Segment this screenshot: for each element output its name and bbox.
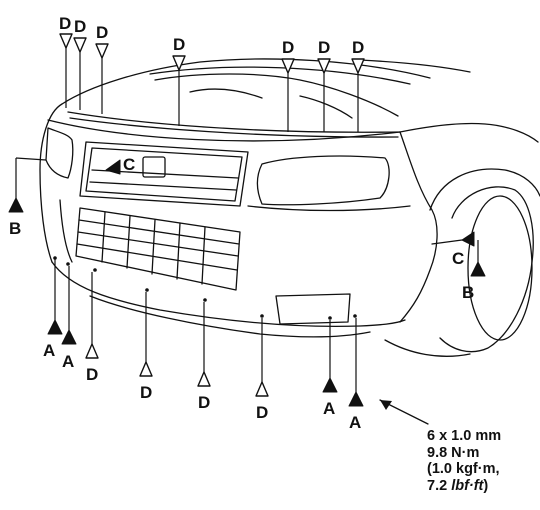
torque-lbf: 7.2 lbf·ft) <box>427 478 537 495</box>
a-marker-triangle <box>348 391 364 407</box>
d-label: D <box>59 14 71 33</box>
d-marker-triangle <box>317 58 331 74</box>
torque-lbf-unit: lbf·ft <box>451 477 484 494</box>
d-marker-triangle <box>59 33 73 49</box>
d-marker-triangle <box>255 381 269 397</box>
d-label: D <box>173 35 185 54</box>
c-leader-right <box>431 239 463 245</box>
d-marker-triangle <box>139 361 153 377</box>
left-headlight <box>45 127 74 179</box>
screw-mark <box>353 314 357 318</box>
windshield-line <box>359 59 471 73</box>
hood-texture <box>189 88 353 119</box>
d-label: D <box>282 38 294 57</box>
c-label: C <box>452 249 464 268</box>
screw-mark <box>66 262 70 266</box>
right-headlight <box>256 155 390 206</box>
d-marker-triangle <box>95 43 109 59</box>
fog-light-recess <box>275 293 351 325</box>
bumper-lower-edge <box>51 261 406 328</box>
fender-arch <box>429 168 540 211</box>
c-marker-triangle <box>105 159 121 175</box>
hood-front-edge-inner <box>69 117 399 138</box>
d-marker-triangle <box>85 343 99 359</box>
lower-grille-h1 <box>78 219 240 245</box>
lower-grille-v3 <box>151 219 156 275</box>
d-marker-triangle <box>351 58 365 74</box>
grille-bar-2 <box>89 181 237 191</box>
bolt-size: 6 x 1.0 mm <box>427 428 502 444</box>
hood-crease <box>149 66 411 85</box>
d-label: D <box>256 403 268 422</box>
a-marker-triangle <box>47 319 63 335</box>
fender-outline <box>399 122 539 143</box>
grille-frame <box>79 141 249 207</box>
c-label: C <box>123 155 135 174</box>
hood-front-edge <box>67 111 401 133</box>
lower-grille-h2 <box>77 231 239 257</box>
a-label: A <box>323 399 335 418</box>
screw-mark <box>145 288 149 292</box>
bumper-right-side <box>399 131 438 323</box>
lower-grille-v5 <box>201 226 206 285</box>
bumper-face-line <box>247 205 411 212</box>
b-label: B <box>9 219 21 238</box>
d-marker-triangle <box>197 371 211 387</box>
lower-grille-v2 <box>126 215 131 269</box>
b-label: B <box>462 283 474 302</box>
lower-grille-v1 <box>101 211 106 263</box>
lower-grille-outline <box>75 207 241 291</box>
b-leader <box>15 157 47 161</box>
d-label: D <box>140 383 152 402</box>
d-marker-triangle <box>172 55 186 71</box>
grille-frame-inner <box>85 147 243 202</box>
screw-mark <box>203 298 207 302</box>
hood-outline <box>61 58 431 105</box>
bumper-top-edge <box>47 119 401 142</box>
d-marker-triangle <box>73 37 87 53</box>
a-label: A <box>43 341 55 360</box>
tire-lower <box>384 339 471 357</box>
a-marker-triangle <box>61 329 77 345</box>
d-label: D <box>74 17 86 36</box>
bumper-bottom-lip <box>89 295 371 338</box>
d-label: D <box>318 38 330 57</box>
torque-lbf-value: 7.2 <box>427 477 452 494</box>
d-label: D <box>198 393 210 412</box>
b-marker-triangle <box>8 197 24 213</box>
a-label: A <box>62 352 74 371</box>
screw-mark <box>93 268 97 272</box>
d-label: D <box>86 365 98 384</box>
torque-lbf-close: ) <box>483 477 489 494</box>
torque-nm: 9.8 N·m <box>427 444 480 461</box>
a-label: A <box>349 413 361 432</box>
torque-kgf: (1.0 kgf·m, <box>427 461 500 477</box>
lower-grille-h3 <box>76 243 238 271</box>
a-marker-triangle <box>322 377 338 393</box>
screw-mark <box>260 314 264 318</box>
d-marker-triangle <box>281 58 295 74</box>
b-marker-triangle <box>470 261 486 277</box>
lower-grille-v4 <box>176 222 181 280</box>
bumper-left-end <box>39 103 63 263</box>
hood-inner-line <box>154 73 399 117</box>
d-label: D <box>96 23 108 42</box>
spec-arrow-head <box>380 400 392 410</box>
screw-mark <box>328 316 332 320</box>
grille-emblem <box>142 156 166 178</box>
bumper-mid-contour <box>59 199 73 263</box>
wheel-rim <box>467 195 533 341</box>
torque-spec-callout: 6 x 1.0 mm 9.8 N·m (1.0 kgf·m, 7.2 lbf·f… <box>427 428 537 494</box>
c-marker-triangle <box>461 231 475 247</box>
d-label: D <box>352 38 364 57</box>
